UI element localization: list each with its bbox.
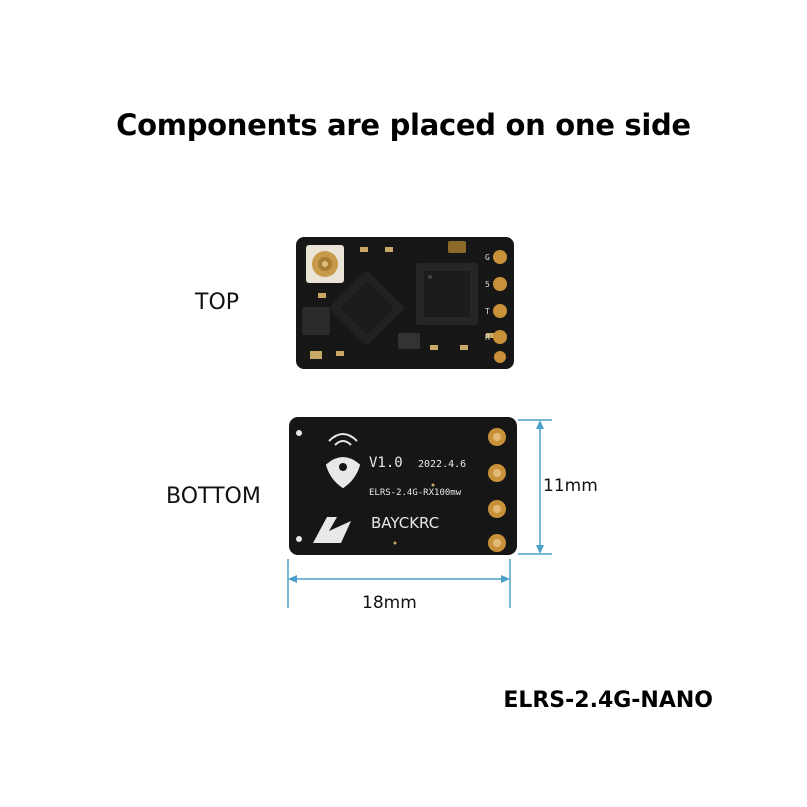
model-name: ELRS-2.4G-NANO <box>503 688 713 713</box>
headline: Components are placed on one side <box>116 108 691 142</box>
antenna-connector <box>306 245 344 283</box>
small-chip <box>302 307 330 335</box>
height-dimension-label: 11mm <box>543 476 598 496</box>
version-text: V1.0 <box>369 455 403 471</box>
part-text: ELRS-2.4G-RX100mw <box>369 488 462 498</box>
top-side-board-photo: G 5 T R <box>296 237 514 369</box>
svg-text:T: T <box>485 307 490 316</box>
inductor <box>398 333 420 349</box>
width-dimension-label: 18mm <box>362 593 417 613</box>
brand-text: BAYCKRC <box>371 514 439 532</box>
bottom-label: BOTTOM <box>166 484 261 509</box>
top-label: TOP <box>195 290 240 315</box>
baycrc-logo-mark <box>313 517 351 543</box>
bird-logo-graphic <box>325 433 361 489</box>
rf-chip <box>416 263 478 325</box>
crystal <box>448 241 466 253</box>
dimension-markers <box>287 419 552 608</box>
date-text: 2022.4.6 <box>418 459 466 470</box>
mcu-chip <box>330 271 404 345</box>
bottom-side-board-photo: V1.0 2022.4.6 ELRS-2.4G-RX100mw BAYCKRC <box>289 417 517 555</box>
svg-text:R: R <box>485 333 490 342</box>
svg-text:5: 5 <box>485 280 490 289</box>
svg-text:G: G <box>485 253 490 262</box>
top-solder-pads <box>493 250 507 363</box>
